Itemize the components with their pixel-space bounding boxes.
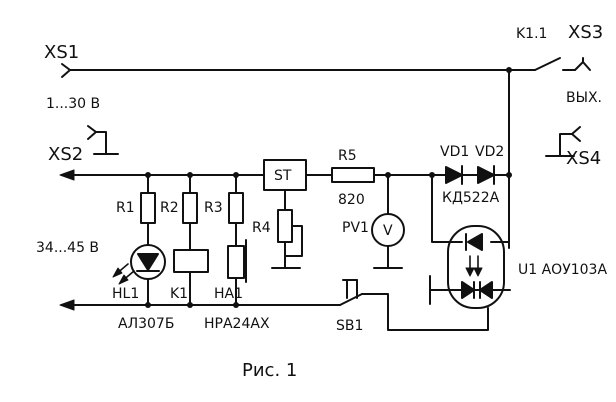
xs1-connector [61,63,71,78]
junction-dot [187,302,193,308]
hl1-led [112,244,166,285]
label-r1: R1 [116,200,135,216]
label-output: ВЫХ. [566,90,602,106]
vd2-diode [477,165,495,185]
xs2-connector [87,125,119,155]
label-ha1-type: НРА24АХ [204,316,270,332]
junction-dot [233,302,239,308]
label-pv1-symbol: V [383,223,393,239]
xs4-connector [545,126,581,157]
label-pv1: PV1 [342,220,369,236]
r1-resistor [140,192,156,224]
label-ha1: HA1 [214,286,243,302]
label-hl1-type: АЛ307Б [118,316,174,332]
label-xs4: XS4 [566,148,601,169]
xs3-connector [574,57,591,71]
r3-resistor [228,192,244,224]
label-vd2: VD2 [475,144,504,160]
supply-negative-terminal [59,299,75,311]
label-u1: U1 АОУ103А [518,262,607,278]
junction-dot [506,172,512,178]
label-vd1: VD1 [440,144,469,160]
k1-1-contact [534,57,576,71]
label-k1-1: K1.1 [516,26,547,42]
label-r5-value: 820 [338,192,365,208]
r5-resistor [331,167,375,183]
label-sb1: SB1 [336,318,363,334]
figure-caption: Рис. 1 [242,360,297,381]
label-input-voltage: 1...30 В [46,96,100,112]
label-k1: K1 [170,286,188,302]
r4-potentiometer [277,209,303,257]
label-r4: R4 [252,220,271,236]
sb1-to-u1-wire [373,293,489,331]
label-r2: R2 [160,200,179,216]
label-r3: R3 [204,200,223,216]
r2-resistor [182,192,198,224]
vd1-diode [445,165,463,185]
sb1-push-button [339,279,375,306]
label-xs2: XS2 [48,144,83,165]
supply-positive-terminal [59,169,75,181]
label-hl1: HL1 [112,286,139,302]
label-st: ST [274,168,292,184]
u1-input-wire [431,174,463,243]
label-xs3: XS3 [568,22,603,43]
ha1-buzzer [227,239,247,283]
u1-optocoupler [447,225,505,309]
label-r5: R5 [338,148,357,164]
junction-dot [145,302,151,308]
label-xs1: XS1 [44,42,79,63]
k1-relay-coil [173,249,209,273]
label-vd-type: КД522А [442,190,500,206]
label-supply-voltage: 34...45 В [36,240,99,256]
